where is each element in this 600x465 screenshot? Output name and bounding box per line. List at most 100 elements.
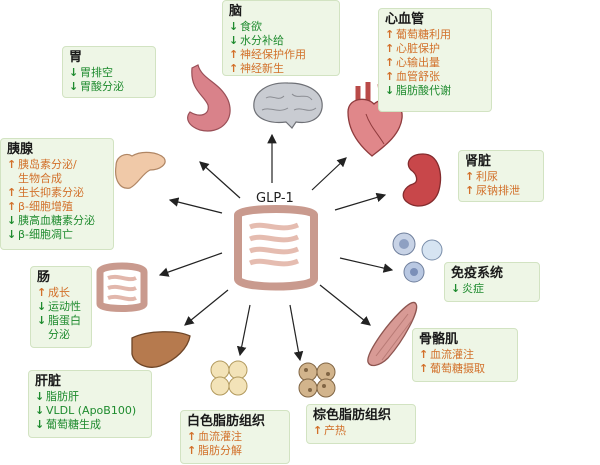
white-fat-item: ↑血流灌注 xyxy=(187,430,242,443)
white-fat-title: 白色脂肪组织 xyxy=(187,414,266,429)
heart-title: 心血管 xyxy=(385,12,425,27)
brown-fat-item: ↑产热 xyxy=(313,424,346,437)
liver-item: ↓葡萄糖生成 xyxy=(35,418,101,431)
up-arrow-icon: ↑ xyxy=(385,42,395,55)
white-fat-icon xyxy=(210,360,248,396)
down-arrow-icon: ↓ xyxy=(229,34,239,47)
skeletal-muscle-icon xyxy=(367,301,418,367)
brain-item: ↑神经保护作用 xyxy=(229,48,306,61)
arrow-to-immune xyxy=(339,257,394,273)
arrow-to-intestine xyxy=(158,252,223,277)
liver-title: 肝脏 xyxy=(35,374,62,389)
liver-item: ↓VLDL (ApoB100) xyxy=(35,404,137,417)
skeletal-muscle-box: 骨骼肌 ↑血流灌注 ↑葡萄糖摄取 xyxy=(412,328,518,382)
down-arrow-icon: ↓ xyxy=(229,20,239,33)
intestine-item: ↑成长 xyxy=(37,286,70,299)
pancreas-item: ↑生长抑素分泌 xyxy=(7,186,84,199)
up-arrow-icon: ↑ xyxy=(419,362,429,375)
brown-fat-box: 棕色脂肪组织 ↑产热 xyxy=(306,404,416,444)
down-arrow-icon: ↓ xyxy=(69,80,79,93)
glp1-label: GLP-1 xyxy=(256,191,294,206)
down-arrow-icon: ↓ xyxy=(385,84,395,97)
down-arrow-icon: ↓ xyxy=(35,418,45,431)
arrow-to-muscle xyxy=(319,284,371,326)
heart-item: ↑葡萄糖利用 xyxy=(385,28,451,41)
stomach-box: 胃 ↓胃排空 ↓胃酸分泌 xyxy=(62,46,156,98)
stomach-title: 胃 xyxy=(69,50,83,65)
pancreas-item: 生物合成 xyxy=(18,172,62,185)
up-arrow-icon: ↑ xyxy=(385,70,395,83)
pancreas-item: ↓β-细胞凋亡 xyxy=(7,228,73,241)
arrow-to-liver xyxy=(184,289,229,326)
stomach-icon xyxy=(187,64,231,132)
up-arrow-icon: ↑ xyxy=(7,158,17,171)
immune-item: ↓炎症 xyxy=(451,282,484,295)
brain-title: 脑 xyxy=(229,4,243,19)
down-arrow-icon: ↓ xyxy=(37,314,47,327)
arrow-to-stomach xyxy=(199,161,241,199)
heart-item: ↑心输出量 xyxy=(385,56,440,69)
kidney-icon xyxy=(402,153,442,207)
up-arrow-icon: ↑ xyxy=(7,186,17,199)
up-arrow-icon: ↑ xyxy=(419,348,429,361)
intestine-item: 分泌 xyxy=(48,328,70,341)
heart-item: ↓脂肪酸代谢 xyxy=(385,84,451,97)
kidney-item: ↑尿钠排泄 xyxy=(465,184,520,197)
up-arrow-icon: ↑ xyxy=(465,184,475,197)
brain-icon xyxy=(253,82,323,129)
up-arrow-icon: ↑ xyxy=(313,424,323,437)
muscle-title: 骨骼肌 xyxy=(419,332,459,347)
down-arrow-icon: ↓ xyxy=(35,390,45,403)
immune-cells-icon xyxy=(392,232,443,283)
brown-fat-title: 棕色脂肪组织 xyxy=(313,408,392,423)
liver-item: ↓脂肪肝 xyxy=(35,390,79,403)
up-arrow-icon: ↑ xyxy=(187,444,197,457)
down-arrow-icon: ↓ xyxy=(451,282,461,295)
intestine-title: 肠 xyxy=(37,270,51,285)
white-fat-item: ↑脂肪分解 xyxy=(187,444,242,457)
up-arrow-icon: ↑ xyxy=(385,56,395,69)
down-arrow-icon: ↓ xyxy=(69,66,79,79)
arrow-to-kidney xyxy=(334,192,387,211)
pancreas-item: ↓胰高血糖素分泌 xyxy=(7,214,95,227)
arrow-to-pancreas xyxy=(168,197,223,214)
heart-box: 心血管 ↑葡萄糖利用 ↑心脏保护 ↑心输出量 ↑血管舒张 ↓脂肪酸代谢 xyxy=(378,8,492,112)
pancreas-box: 胰腺 ↑胰岛素分泌/ 生物合成 ↑生长抑素分泌 ↑β-细胞增殖 ↓胰高血糖素分泌… xyxy=(0,138,114,250)
pancreas-item: ↑β-细胞增殖 xyxy=(7,200,73,213)
immune-title: 免疫系统 xyxy=(451,266,504,281)
up-arrow-icon: ↑ xyxy=(465,170,475,183)
liver-box: 肝脏 ↓脂肪肝 ↓VLDL (ApoB100) ↓葡萄糖生成 xyxy=(28,370,152,438)
arrow-to-white-fat xyxy=(236,304,251,357)
intestine-center-icon xyxy=(234,205,318,291)
arrow-to-brown-fat xyxy=(289,304,304,362)
heart-icon xyxy=(347,82,403,157)
liver-icon xyxy=(131,331,191,368)
brown-fat-icon xyxy=(298,362,336,398)
up-arrow-icon: ↑ xyxy=(385,28,395,41)
down-arrow-icon: ↓ xyxy=(7,214,17,227)
up-arrow-icon: ↑ xyxy=(7,200,17,213)
brain-box: 脑 ↓食欲 ↓水分补给 ↑神经保护作用 ↑神经新生 xyxy=(222,0,340,76)
intestine-icon xyxy=(96,262,148,312)
brain-item: ↑神经新生 xyxy=(229,62,284,75)
down-arrow-icon: ↓ xyxy=(37,300,47,313)
up-arrow-icon: ↑ xyxy=(187,430,197,443)
pancreas-icon xyxy=(115,151,166,189)
arrow-to-heart xyxy=(311,157,347,191)
down-arrow-icon: ↓ xyxy=(7,228,17,241)
kidney-item: ↑利尿 xyxy=(465,170,498,183)
muscle-item: ↑血流灌注 xyxy=(419,348,474,361)
up-arrow-icon: ↑ xyxy=(229,62,239,75)
intestine-item: ↓运动性 xyxy=(37,300,81,313)
white-fat-box: 白色脂肪组织 ↑血流灌注 ↑脂肪分解 xyxy=(180,410,290,464)
down-arrow-icon: ↓ xyxy=(35,404,45,417)
stomach-item: ↓胃排空 xyxy=(69,66,113,79)
kidney-box: 肾脏 ↑利尿 ↑尿钠排泄 xyxy=(458,150,544,202)
intestine-box: 肠 ↑成长 ↓运动性 ↓脂蛋白 分泌 xyxy=(30,266,92,348)
muscle-item: ↑葡萄糖摄取 xyxy=(419,362,485,375)
heart-item: ↑血管舒张 xyxy=(385,70,440,83)
brain-item: ↓水分补给 xyxy=(229,34,284,47)
heart-item: ↑心脏保护 xyxy=(385,42,440,55)
up-arrow-icon: ↑ xyxy=(229,48,239,61)
